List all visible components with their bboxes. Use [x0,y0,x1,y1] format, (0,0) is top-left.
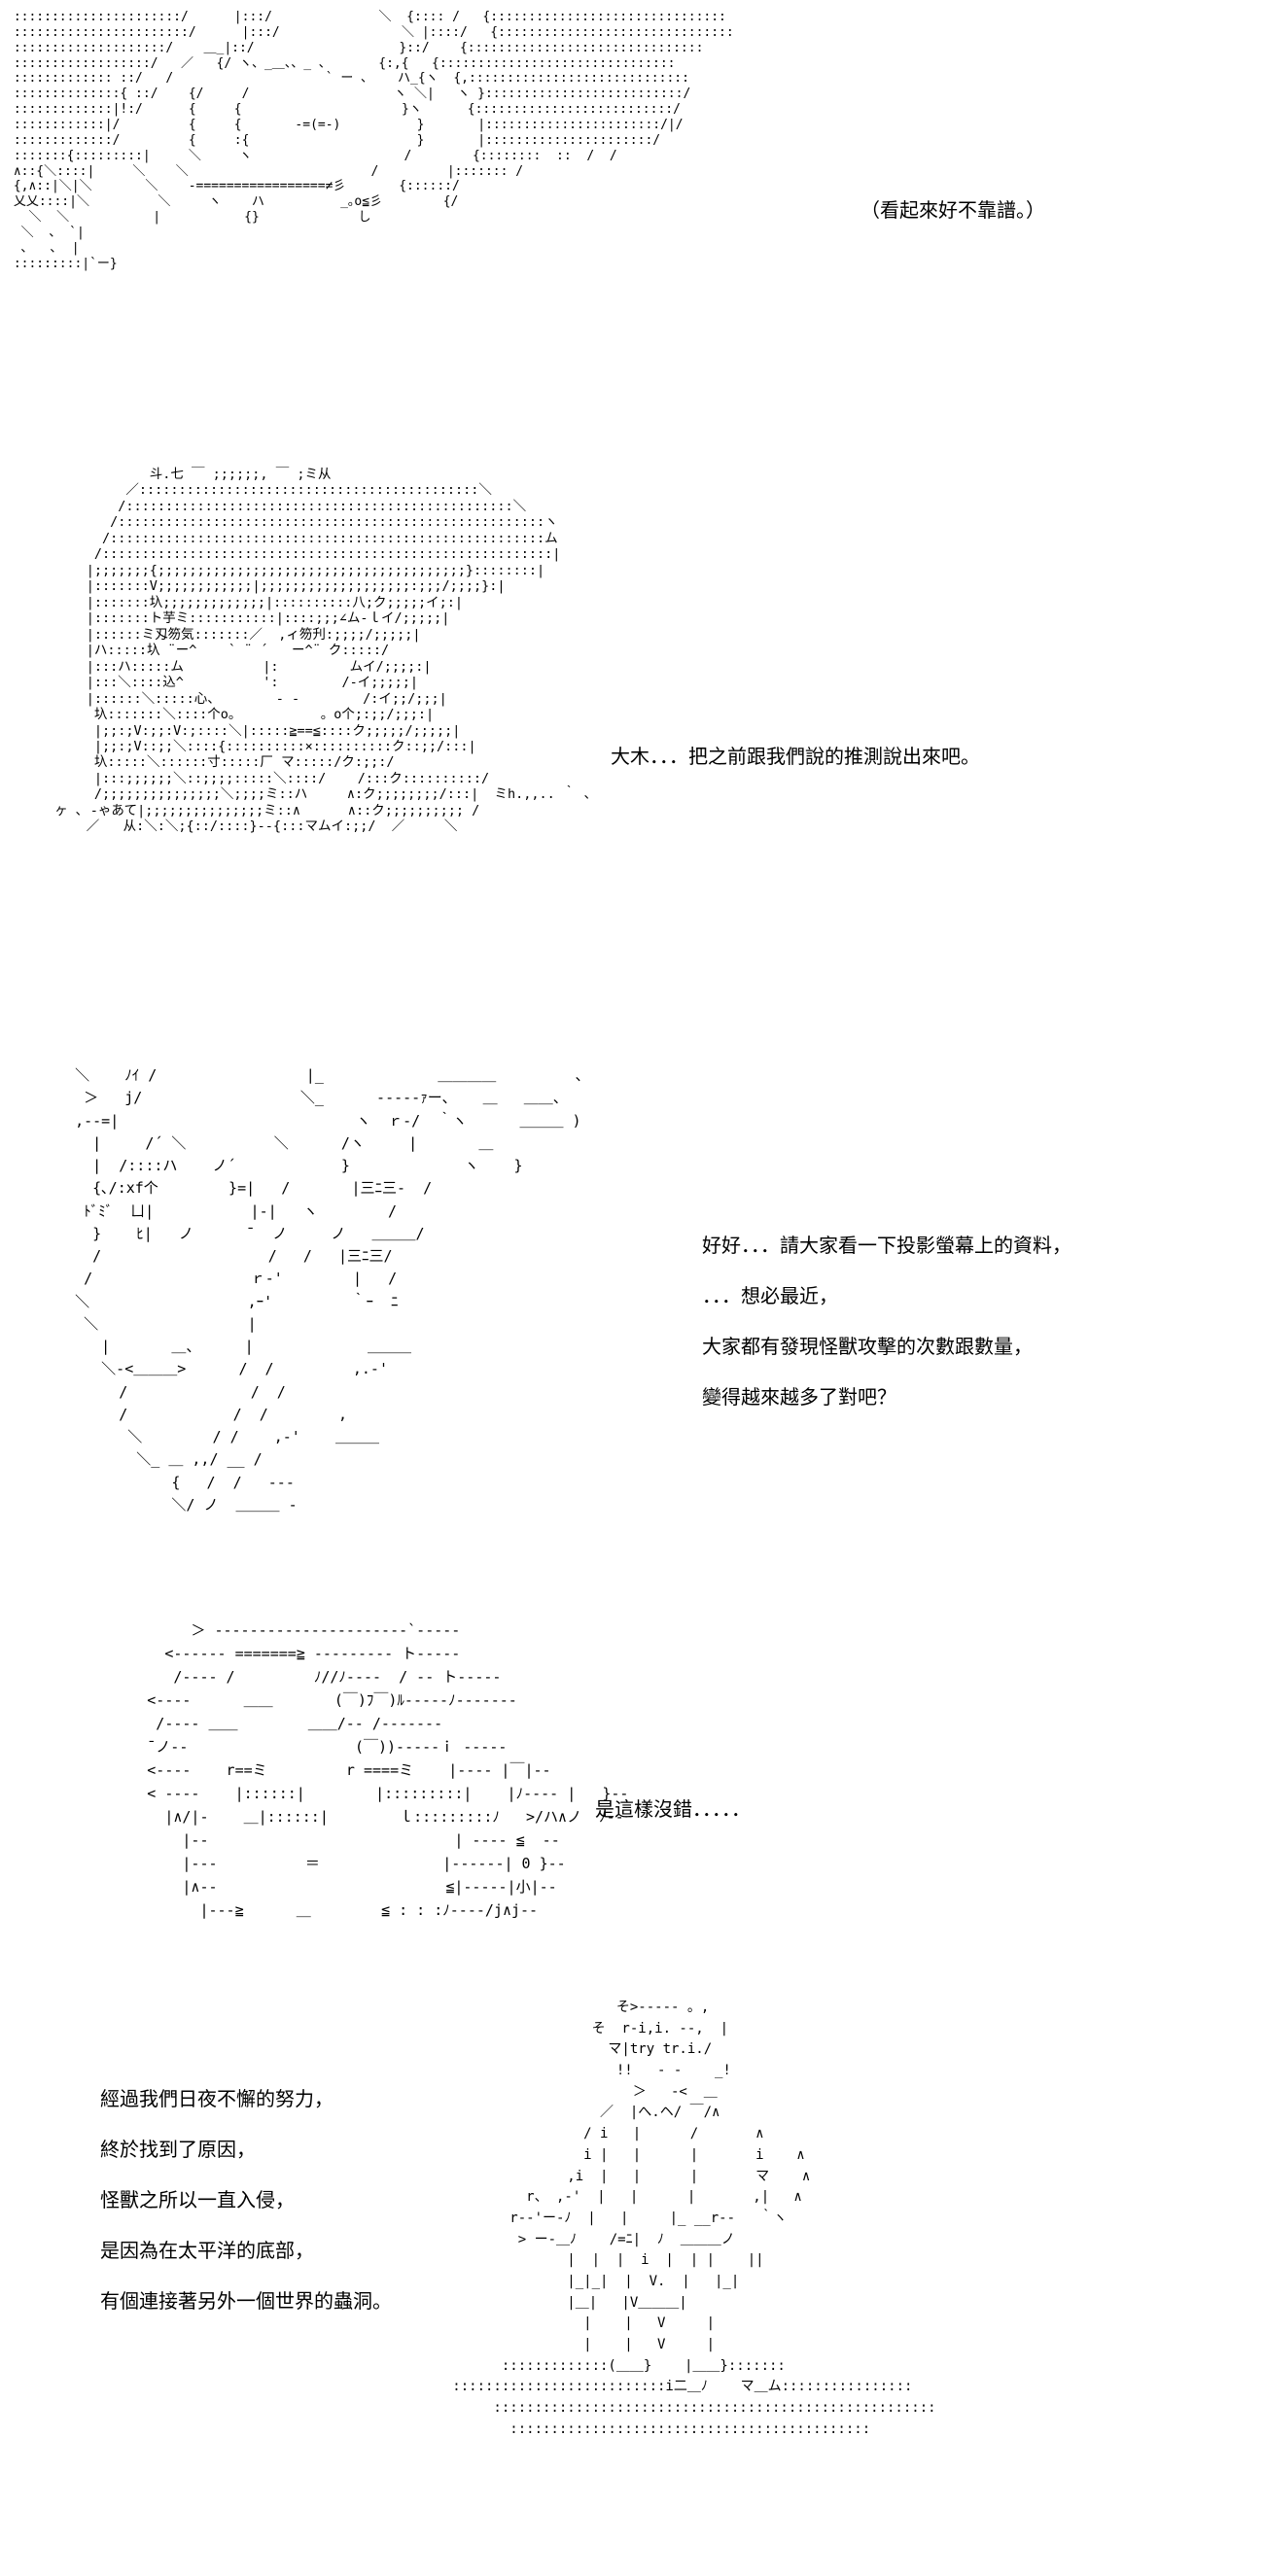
dialogue-line: 大家都有發現怪獸攻擊的次數跟數量， [702,1335,1033,1358]
dialogue-line: 好好．．．請大家看一下投影螢幕上的資料， [702,1234,1071,1257]
dialogue-line: （看起來好不靠譜。） [860,198,1045,222]
panel-2: 斗.七 ￣ ;;;;;;, ￣ ;ミ从 ／:::::::::::::::::::… [0,457,1264,1040]
dialogue-1: （看起來好不靠譜。） [860,185,1045,235]
dialogue-line: 終於找到了原因， [100,2138,256,2161]
panel-4: ＞ ----------------------`----- <------ =… [0,1609,1264,1983]
ascii-art-speaker-profile: ＼ ﾉｲ / |_ ＿＿＿＿ 、 ＞ j/ ＼_ -----ｧー、 ＿ ＿＿、 … [75,1066,590,1514]
dialogue-5: 經過我們日夜不懈的努力， 終於找到了原因， 怪獸之所以一直入侵， 是因為在太平洋… [100,2073,392,2326]
ascii-art-group-reaction: ＞ ----------------------`----- <------ =… [147,1621,629,1919]
panel-3: ＼ ﾉｲ / |_ ＿＿＿＿ 、 ＞ j/ ＼_ -----ｧー、 ＿ ＿＿、 … [0,1055,1264,1599]
panel-5: 經過我們日夜不懈的努力， 終於找到了原因， 怪獸之所以一直入侵， 是因為在太平洋… [0,1988,1264,2571]
ascii-art-character-portrait: 斗.七 ￣ ;;;;;;, ￣ ;ミ从 ／:::::::::::::::::::… [54,467,598,835]
dialogue-line: ．．．想必最近， [702,1284,838,1307]
dialogue-line: 變得越來越多了對吧？ [702,1385,896,1409]
dialogue-line: 有個連接著另外一個世界的蟲洞。 [100,2289,392,2313]
dialogue-line: 怪獸之所以一直入侵， [100,2188,295,2211]
ascii-art-face-closeup: ::::::::::::::::::::::/ |:::/ ＼ {:::: / … [13,10,734,271]
panel-1: ::::::::::::::::::::::/ |:::/ ＼ {:::: / … [0,0,1264,442]
dialogue-4: 是這樣沒錯．．．．． [595,1784,751,1834]
dialogue-line: 是這樣沒錯．．．．． [595,1797,751,1821]
dialogue-line: 是因為在太平洋的底部， [100,2239,314,2262]
dialogue-3: 好好．．．請大家看一下投影螢幕上的資料， ．．．想必最近， 大家都有發現怪獸攻擊… [702,1220,1071,1422]
dialogue-line: 大木．．．把之前跟我們說的推測說出來吧。 [611,745,980,768]
ascii-art-standing-figure: そ>----- 。, そ r-i,i. --, | マ|try tr.i./ !… [452,2000,936,2437]
dialogue-2: 大木．．．把之前跟我們說的推測說出來吧。 [611,731,980,782]
dialogue-line: 經過我們日夜不懈的努力， [100,2087,334,2110]
